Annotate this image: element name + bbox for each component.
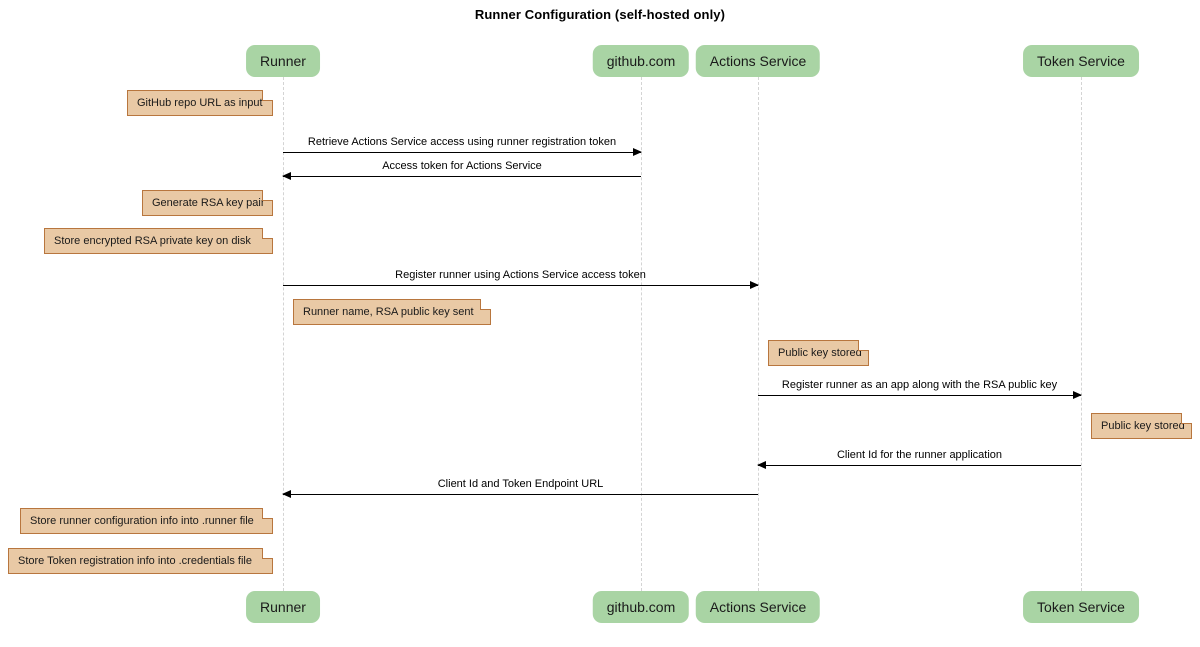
message-line bbox=[283, 176, 641, 177]
note-text: Store runner configuration info into .ru… bbox=[30, 514, 254, 527]
participant-header-github[interactable]: github.com bbox=[592, 45, 690, 77]
arrowhead-icon bbox=[282, 489, 291, 498]
note: Generate RSA key pair bbox=[142, 190, 273, 216]
message-label: Retrieve Actions Service access using ru… bbox=[307, 136, 617, 148]
arrowhead-icon bbox=[750, 280, 759, 289]
note-text: Store Token registration info into .cred… bbox=[18, 554, 252, 567]
lifeline-github bbox=[641, 77, 642, 591]
message-line bbox=[283, 494, 758, 495]
note: Public key stored bbox=[768, 340, 869, 366]
participant-header-runner[interactable]: Runner bbox=[246, 45, 320, 77]
lifeline-token bbox=[1081, 77, 1082, 591]
lifeline-actions bbox=[758, 77, 759, 591]
note-text: Runner name, RSA public key sent bbox=[303, 305, 474, 318]
note: Runner name, RSA public key sent bbox=[293, 299, 491, 325]
diagram-title: Runner Configuration (self-hosted only) bbox=[474, 7, 726, 22]
participant-footer-actions[interactable]: Actions Service bbox=[695, 591, 821, 623]
participant-footer-token[interactable]: Token Service bbox=[1023, 591, 1139, 623]
note: GitHub repo URL as input bbox=[127, 90, 273, 116]
message-line bbox=[758, 395, 1081, 396]
message-label: Access token for Actions Service bbox=[382, 160, 542, 172]
note-text: Public key stored bbox=[778, 346, 862, 359]
arrowhead-icon bbox=[1073, 390, 1082, 399]
arrowhead-icon bbox=[633, 147, 642, 156]
participant-footer-github[interactable]: github.com bbox=[592, 591, 690, 623]
lifeline-runner bbox=[283, 77, 284, 591]
note-text: GitHub repo URL as input bbox=[137, 96, 263, 109]
note: Store runner configuration info into .ru… bbox=[20, 508, 273, 534]
message-line bbox=[283, 152, 641, 153]
message-label: Client Id for the runner application bbox=[836, 449, 1003, 461]
note: Store Token registration info into .cred… bbox=[8, 548, 273, 574]
message-label: Register runner using Actions Service ac… bbox=[395, 269, 646, 281]
message-line bbox=[758, 465, 1081, 466]
participant-footer-runner[interactable]: Runner bbox=[246, 591, 320, 623]
note-text: Generate RSA key pair bbox=[152, 196, 265, 209]
message-label: Client Id and Token Endpoint URL bbox=[437, 478, 604, 490]
arrowhead-icon bbox=[757, 460, 766, 469]
message-label: Register runner as an app along with the… bbox=[781, 379, 1058, 391]
note-text: Store encrypted RSA private key on disk bbox=[54, 234, 251, 247]
note: Store encrypted RSA private key on disk bbox=[44, 228, 273, 254]
note-text: Public key stored bbox=[1101, 419, 1185, 432]
participant-header-actions[interactable]: Actions Service bbox=[695, 45, 821, 77]
note: Public key stored bbox=[1091, 413, 1192, 439]
message-line bbox=[283, 285, 758, 286]
arrowhead-icon bbox=[282, 171, 291, 180]
participant-header-token[interactable]: Token Service bbox=[1023, 45, 1139, 77]
